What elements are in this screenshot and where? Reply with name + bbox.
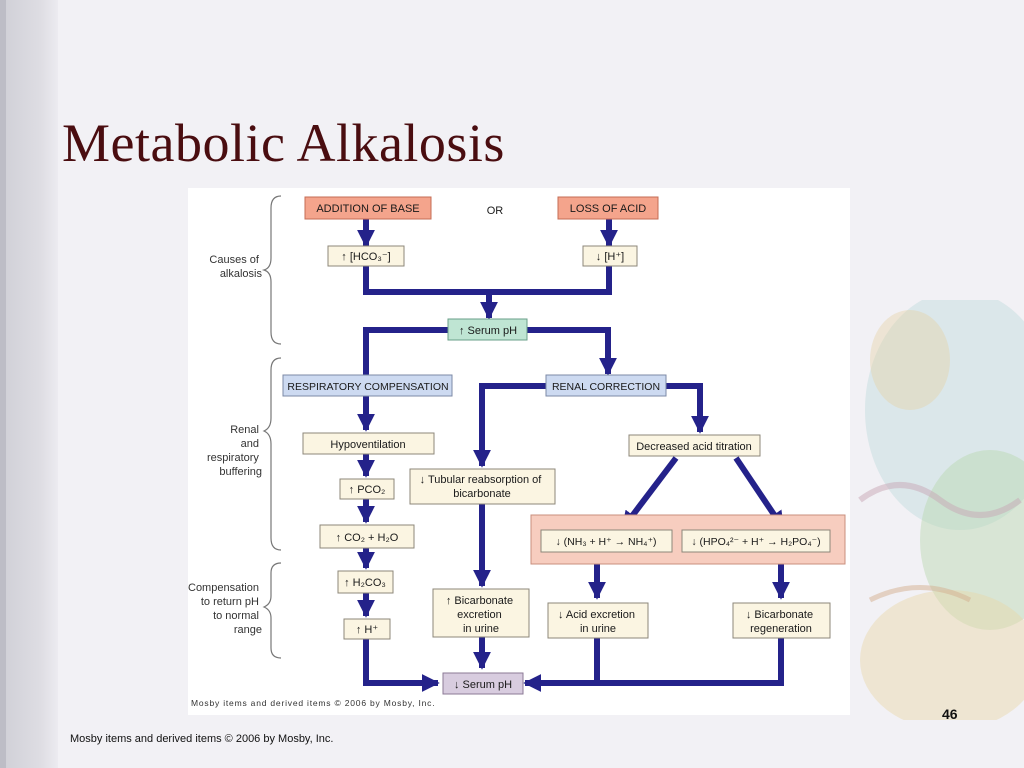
connector-renal-right [666, 383, 709, 434]
box-serum-ph-down [442, 672, 524, 695]
label-tubular-reabsorption: ↓ Tubular reabsorption of bicarbonate [420, 474, 545, 500]
box-hpo4-buffer [681, 529, 831, 553]
label-acid-excretion: ↓ Acid excretion in urine [558, 609, 638, 635]
label-h-up: ↑ H⁺ [356, 624, 379, 636]
label-h-down: ↓ [H⁺] [596, 251, 624, 263]
box-respiratory-compensation [282, 374, 453, 397]
box-h-down [582, 245, 638, 267]
bracket-compensation [262, 562, 282, 659]
box-nh3-buffer [540, 529, 673, 553]
box-loss-of-acid [557, 196, 659, 220]
label-nh3-buffer: ↓ (NH₃ + H⁺ → NH₄⁺) [555, 536, 656, 548]
box-h-up [343, 618, 391, 640]
label-bicarbonate-regeneration: ↓ Bicarbonate regeneration [746, 609, 816, 635]
label-pco2-up: ↑ PCO₂ [349, 484, 386, 496]
label-respiratory-compensation: RESPIRATORY COMPENSATION [287, 381, 448, 393]
box-serum-ph-up [447, 318, 528, 341]
slide-number: 46 [942, 706, 958, 722]
stage-label-compensation: Compensation to return pH to normal rang… [188, 582, 262, 636]
label-addition-of-base: ADDITION OF BASE [316, 203, 419, 215]
label-loss-of-acid: LOSS OF ACID [570, 203, 646, 215]
box-hypoventilation [302, 432, 435, 455]
label-hco3-up: ↑ [HCO₃⁻] [341, 251, 390, 263]
box-decreased-acid-titration [628, 434, 761, 457]
label-bicarbonate-excretion: ↑ Bicarbonate excretion in urine [446, 595, 516, 635]
connectors [357, 219, 790, 692]
arrow-h-to-serum-down [363, 639, 440, 692]
label-renal-correction: RENAL CORRECTION [552, 381, 660, 393]
box-co2-h2o-up [319, 524, 415, 549]
label-hpo4-buffer: ↓ (HPO₄²⁻ + H⁺ → H₂PO₄⁻) [691, 536, 820, 548]
label-co2-h2o-up: ↑ CO₂ + H₂O [336, 532, 399, 544]
box-hco3-up [327, 245, 405, 267]
box-bicarbonate-excretion [432, 588, 530, 638]
bracket-buffering [262, 357, 282, 551]
label-h2co3-up: ↑ H₂CO₃ [344, 577, 386, 589]
label-or: OR [487, 205, 504, 217]
label-serum-ph-down: ↓ Serum pH [454, 679, 512, 691]
box-pco2-up [339, 478, 395, 500]
stage-brackets [261, 195, 282, 659]
connector-causes-merge [363, 266, 612, 295]
left-decor-edge [0, 0, 6, 768]
arrow-right-to-serum-down [523, 638, 784, 692]
diagram-canvas: Causes of alkalosis Renal and respirator… [188, 195, 846, 708]
box-h2co3-up [337, 570, 394, 594]
box-bicarbonate-regeneration [732, 602, 831, 639]
box-renal-correction [545, 374, 667, 397]
connector-renal-left [473, 383, 546, 468]
connector-serum-split [363, 327, 448, 376]
box-tubular-reabsorption [409, 468, 556, 505]
background-cell-illustration [858, 300, 1024, 720]
label-hypoventilation: Hypoventilation [330, 439, 405, 451]
bracket-causes [261, 195, 282, 345]
label-serum-ph-up: ↑ Serum pH [459, 325, 517, 337]
box-addition-of-base [304, 196, 432, 220]
stage-label-causes: Causes of alkalosis [209, 254, 262, 280]
slide-title: Metabolic Alkalosis [62, 113, 505, 173]
flow-diagram: Causes of alkalosis Renal and respirator… [188, 188, 850, 715]
diagram-credit: Mosby items and derived items © 2006 by … [191, 698, 435, 708]
stage-label-buffering: Renal and respiratory buffering [207, 424, 262, 478]
slide-footer: Mosby items and derived items © 2006 by … [70, 733, 334, 745]
box-acid-excretion [547, 602, 649, 639]
label-decreased-acid-titration: Decreased acid titration [636, 441, 752, 453]
arrow-to-renal [527, 327, 617, 376]
left-decor-bar [0, 0, 58, 768]
